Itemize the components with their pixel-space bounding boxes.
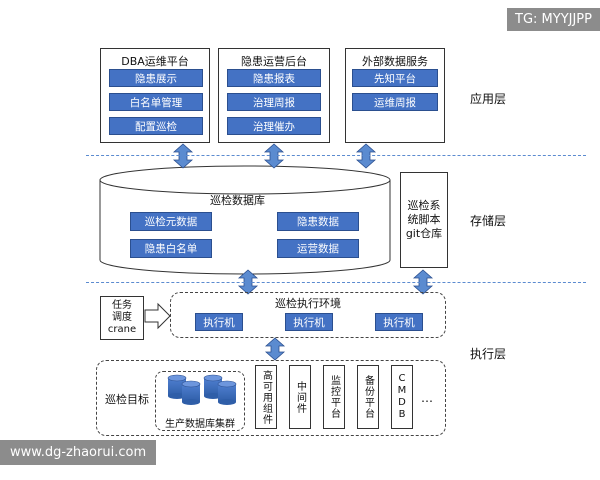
layer-label-app: 应用层: [470, 92, 507, 106]
box-xianzhi-platform: 先知平台: [352, 69, 438, 87]
watermark-bottom: www.dg-zhaorui.com: [0, 440, 157, 465]
panel-hazard-ops: 隐患运营后台 隐患报表 治理周报 治理催办: [218, 48, 330, 143]
panel-external-data: 外部数据服务 先知平台 运维周报: [345, 48, 445, 143]
box-hazard-report: 隐患报表: [227, 69, 321, 87]
db-cluster-label: 生产数据库集群: [165, 419, 235, 430]
arrow-scheduler-exec: [144, 302, 171, 330]
db-cluster-container: 生产数据库集群: [155, 371, 245, 431]
box-governance-weekly: 治理周报: [227, 93, 321, 111]
target-backup-platform: 备份平台: [357, 365, 379, 429]
box-config-inspection: 配置巡检: [109, 117, 203, 135]
box-hazard-data: 隐患数据: [277, 212, 359, 231]
divider-app-storage: [86, 155, 586, 156]
targets-container: 巡检目标 生产数据库集群 高可用组件 中间件 监控平台 备份平台 CMDB …: [96, 360, 446, 436]
target-middleware: 中间件: [289, 365, 311, 429]
box-inspection-metadata: 巡检元数据: [130, 212, 212, 231]
arrow-app-storage-1: [172, 143, 194, 169]
layer-label-exec: 执行层: [470, 347, 507, 361]
target-cmdb: CMDB: [391, 365, 413, 429]
exec-env-container: 巡检执行环境 执行机 执行机 执行机: [170, 292, 446, 338]
exec-env-title: 巡检执行环境: [275, 297, 341, 310]
targets-ellipsis: …: [421, 391, 433, 405]
layer-label-storage: 存储层: [470, 214, 507, 228]
box-hazard-whitelist: 隐患白名单: [130, 239, 212, 258]
database-title: 巡检数据库: [210, 194, 265, 207]
db-cluster-icon: [167, 374, 237, 405]
targets-label: 巡检目标: [105, 393, 149, 406]
arrow-exec-targets: [264, 337, 286, 361]
executor-1: 执行机: [195, 313, 243, 331]
arrow-app-storage-3: [355, 143, 377, 169]
panel-dba-platform: DBA运维平台 隐患展示 白名单管理 配置巡检: [100, 48, 210, 143]
panel-title: 隐患运营后台: [241, 55, 307, 68]
executor-3: 执行机: [375, 313, 423, 331]
panel-title: 外部数据服务: [362, 55, 428, 68]
divider-storage-exec: [86, 282, 586, 283]
arrow-app-storage-2: [263, 143, 285, 169]
watermark-top: TG: MYYJJPP: [507, 8, 600, 31]
scheduler-box: 任务 调度 crane: [100, 296, 144, 340]
panel-title: DBA运维平台: [121, 55, 189, 68]
target-monitoring-platform: 监控平台: [323, 365, 345, 429]
box-whitelist-management: 白名单管理: [109, 93, 203, 111]
box-hazard-display: 隐患展示: [109, 69, 203, 87]
box-ops-data: 运营数据: [277, 239, 359, 258]
executor-2: 执行机: [285, 313, 333, 331]
box-governance-urge: 治理催办: [227, 117, 321, 135]
git-repo-box: 巡检系 统脚本 git仓库: [400, 172, 448, 268]
box-ops-weekly: 运维周报: [352, 93, 438, 111]
target-ha-component: 高可用组件: [255, 365, 277, 429]
